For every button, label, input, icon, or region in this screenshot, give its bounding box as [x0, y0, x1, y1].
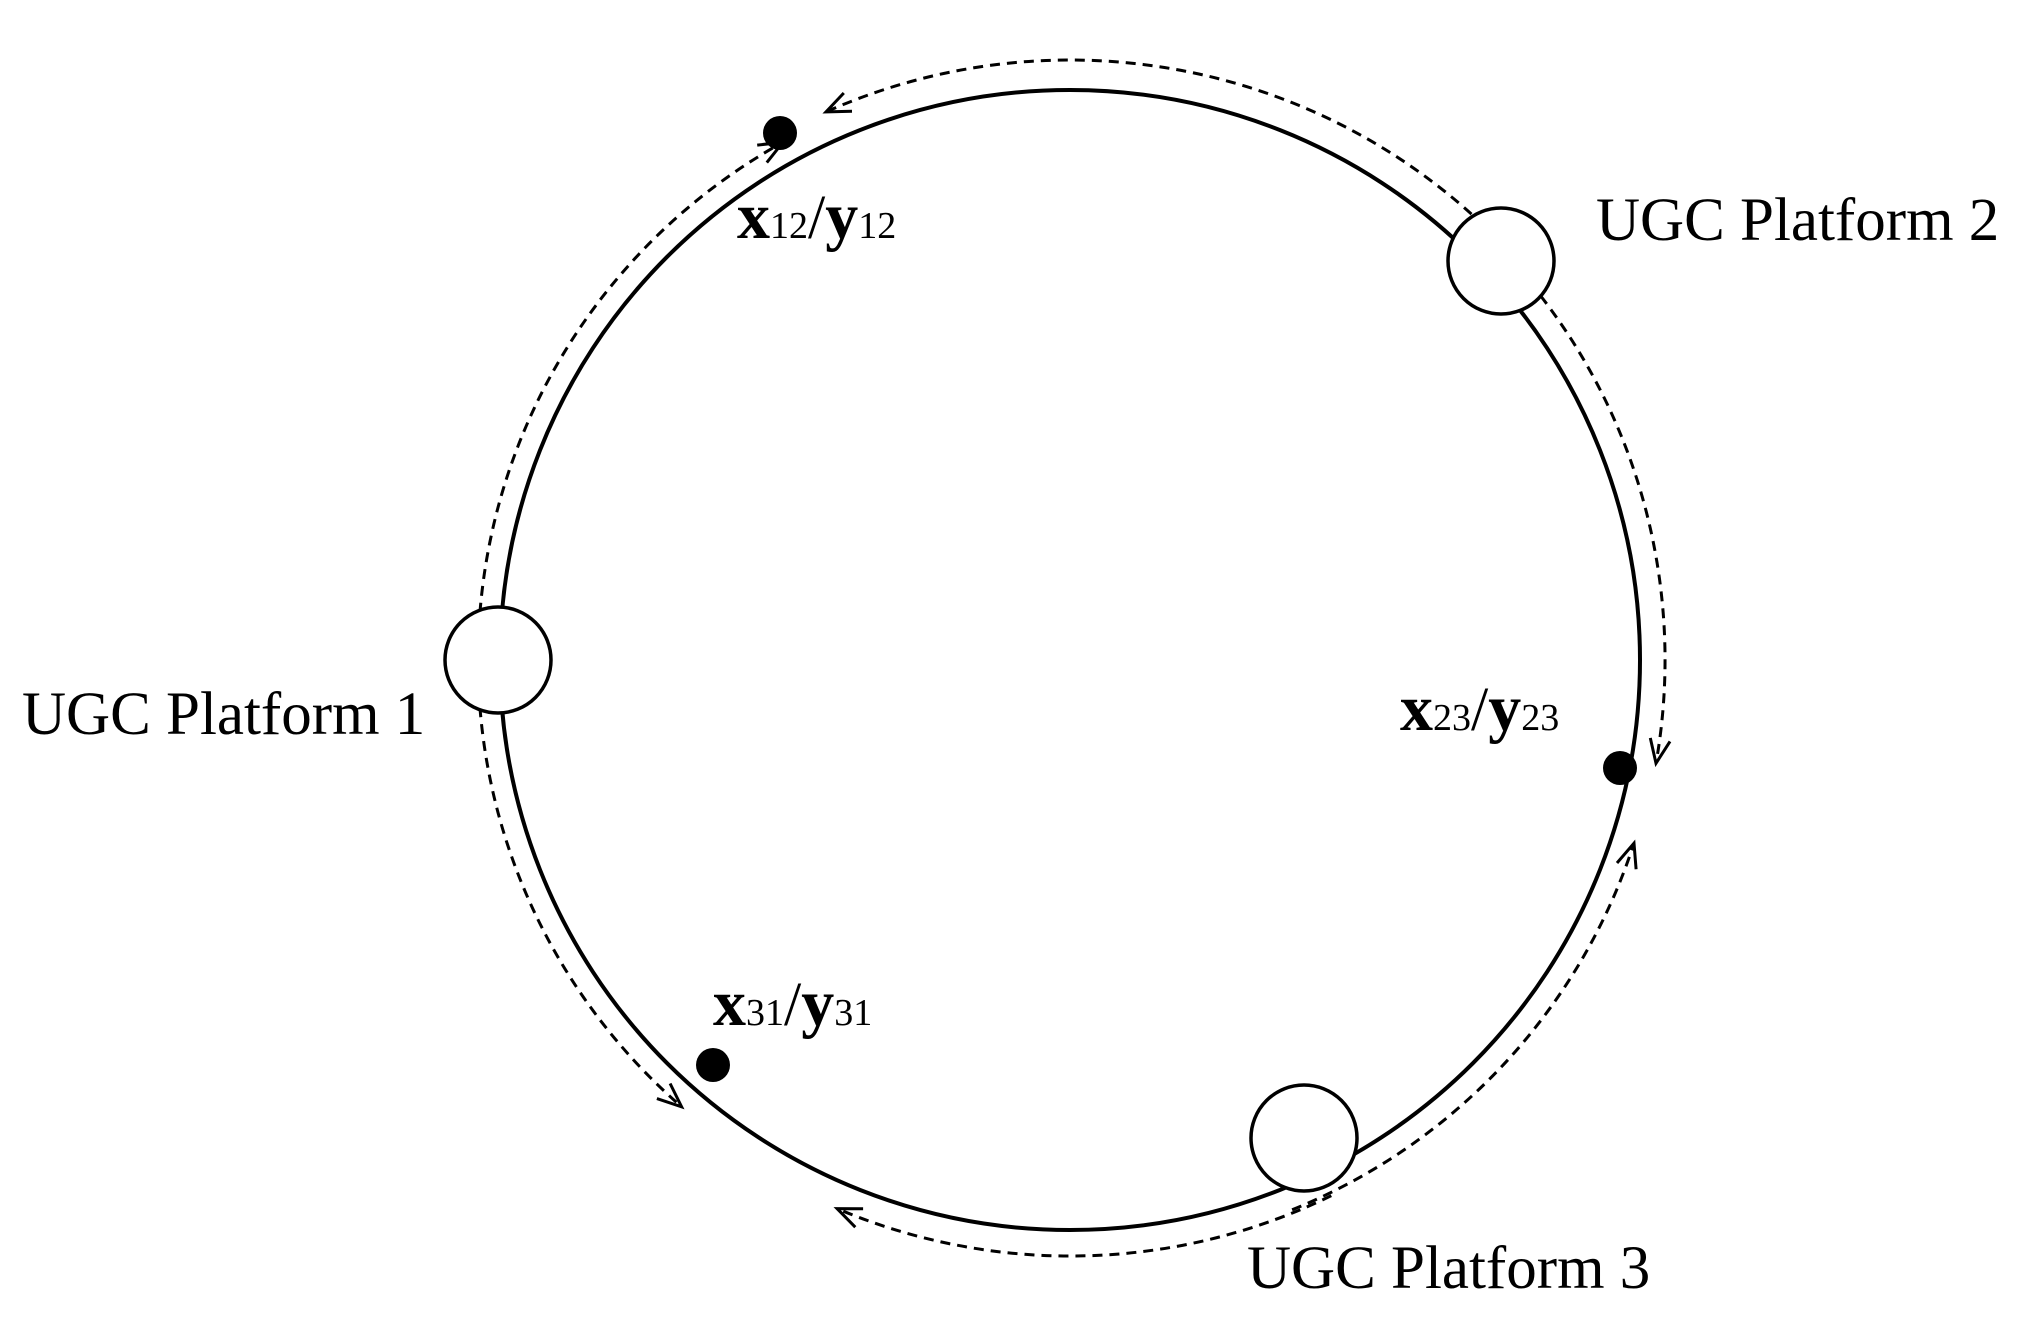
variable-point-x12-y12 — [763, 116, 797, 150]
platform-node-1 — [443, 605, 553, 715]
var-y-sub: 23 — [1521, 697, 1559, 739]
arrowhead-p3-to-v31 — [833, 1207, 864, 1229]
var-x-sub: 12 — [770, 205, 808, 247]
var-x: x — [1400, 672, 1433, 745]
flow-arc-p1-to-v31 — [476, 639, 683, 1108]
flow-arc-p1-to-v12 — [476, 140, 784, 681]
var-slash: / — [784, 971, 802, 1039]
variable-point-x31-y31 — [696, 1048, 730, 1082]
platform-label-3: UGC Platform 3 — [1247, 1235, 1650, 1302]
var-x: x — [737, 180, 770, 253]
var-x-sub: 31 — [746, 992, 784, 1034]
arrowhead-p2-to-v12 — [822, 91, 853, 114]
platform-label-2: UGC Platform 2 — [1596, 187, 1999, 254]
var-x-sub: 23 — [1433, 697, 1471, 739]
var-slash: / — [1471, 676, 1489, 744]
arrowhead-p2-to-v23 — [1648, 737, 1672, 768]
flow-arc-p3-to-v23 — [1291, 842, 1636, 1212]
variable-point-x23-y23 — [1603, 751, 1637, 785]
flow-arc-p2-to-v12 — [825, 58, 1473, 216]
flow-arrows — [476, 58, 1672, 1258]
var-y-sub: 12 — [858, 205, 896, 247]
platform-label-1: UGC Platform 1 — [22, 681, 425, 748]
arrowhead-p3-to-v23 — [1615, 839, 1638, 870]
flow-arc-p3-to-v31 — [836, 1194, 1332, 1258]
var-y-sub: 31 — [834, 992, 872, 1034]
arrowhead-p1-to-v31 — [656, 1082, 685, 1110]
platform-node-2 — [1446, 206, 1556, 316]
var-slash: / — [808, 184, 826, 252]
variable-label-x12-y12: x12/y12 — [737, 180, 896, 253]
flow-arc-p2-to-v23 — [1517, 268, 1667, 764]
var-y: y — [801, 967, 834, 1040]
var-y: y — [825, 180, 858, 253]
var-x: x — [713, 967, 746, 1040]
var-y: y — [1488, 672, 1521, 745]
variable-label-x23-y23: x23/y23 — [1400, 672, 1559, 745]
variable-label-x31-y31: x31/y31 — [713, 967, 872, 1040]
platform-node-3 — [1249, 1083, 1359, 1193]
